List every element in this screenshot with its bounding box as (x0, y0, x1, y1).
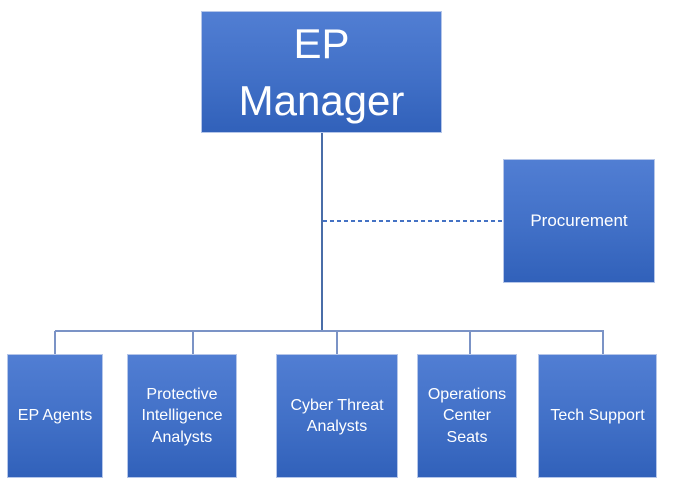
node-ep-agents-label: EP Agents (17, 407, 93, 425)
connector-dashed-procurement (323, 220, 503, 222)
node-protective-intelligence-analysts: Protective Intelligence Analysts (127, 354, 237, 478)
connector-drop-tech-support (602, 331, 604, 354)
node-operations-center-seats-label: Operations Center Seats (427, 386, 507, 446)
node-ep-manager-label: EP Manager (238, 19, 405, 124)
node-cyber-threat-analysts: Cyber Threat Analysts (276, 354, 398, 478)
node-ep-manager: EP Manager (201, 11, 442, 133)
connector-drop-protective-intelligence (192, 331, 194, 354)
node-tech-support: Tech Support (538, 354, 657, 478)
node-protective-intelligence-analysts-label: Protective Intelligence Analysts (141, 386, 223, 446)
node-procurement-label: Procurement (530, 210, 628, 230)
node-ep-agents: EP Agents (7, 354, 103, 478)
connector-drop-cyber-threat (336, 331, 338, 354)
connector-drop-ep-agents (54, 331, 56, 354)
node-cyber-threat-analysts-label: Cyber Threat Analysts (290, 396, 384, 435)
node-operations-center-seats: Operations Center Seats (417, 354, 517, 478)
node-tech-support-label: Tech Support (550, 407, 645, 425)
connector-drop-operations-center (469, 331, 471, 354)
connector-children-horizontal (55, 330, 604, 332)
node-procurement: Procurement (503, 159, 655, 283)
connector-root-vertical (321, 133, 323, 331)
